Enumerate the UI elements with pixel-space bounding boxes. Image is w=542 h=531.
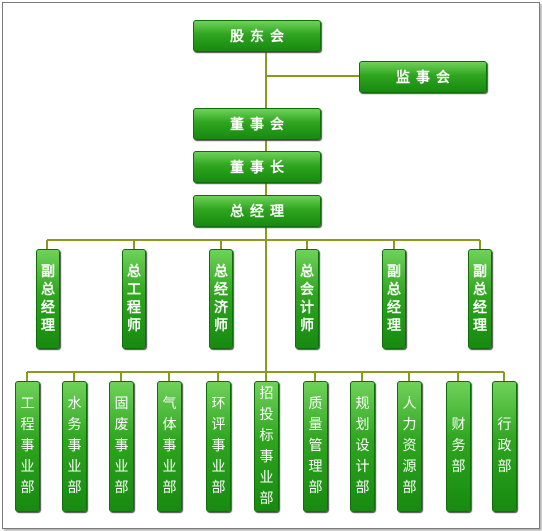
- executive-box: 总工程师: [122, 249, 146, 349]
- gm-box: 总经理: [193, 195, 321, 227]
- chairman-box: 董事长: [193, 151, 321, 183]
- executive-box: 副总经理: [36, 249, 60, 349]
- box-label: 工程事业部: [20, 396, 35, 496]
- executive-box: 总会计师: [295, 249, 319, 349]
- department-box: 质量管理部: [303, 381, 328, 512]
- department-box: 固废事业部: [109, 381, 134, 512]
- executive-box: 副总经理: [468, 249, 492, 349]
- box-label: 水务事业部: [67, 396, 82, 496]
- board-box: 董事会: [193, 108, 321, 140]
- department-box: 行政部: [492, 381, 517, 512]
- box-label: 人力资源部: [402, 396, 417, 496]
- box-label: 总工程师: [127, 264, 141, 334]
- department-box: 气体事业部: [157, 381, 182, 512]
- box-label: 环评事业部: [211, 396, 226, 496]
- executive-box: 总经济师: [209, 249, 233, 349]
- shareholders-box: 股东会: [193, 20, 321, 52]
- box-label: 财务部: [451, 417, 466, 475]
- supervisors-box: 监事会: [359, 61, 487, 93]
- department-box: 财务部: [446, 381, 471, 512]
- box-label: 副总经理: [473, 264, 487, 334]
- box-label: 固废事业部: [114, 396, 129, 496]
- box-label: 招投标事业部: [259, 385, 274, 507]
- department-box: 规划设计部: [350, 381, 375, 512]
- executive-box: 副总经理: [382, 249, 406, 349]
- box-label: 副总经理: [387, 264, 401, 334]
- department-box: 人力资源部: [397, 381, 422, 512]
- box-label: 总会计师: [300, 264, 314, 334]
- box-label: 行政部: [497, 417, 512, 475]
- department-box: 环评事业部: [206, 381, 231, 512]
- department-box: 工程事业部: [15, 381, 40, 512]
- department-box: 水务事业部: [62, 381, 87, 512]
- box-label: 质量管理部: [308, 396, 323, 496]
- box-label: 副总经理: [41, 264, 55, 334]
- box-label: 总经济师: [214, 264, 228, 334]
- department-box: 招投标事业部: [254, 381, 279, 512]
- box-label: 规划设计部: [355, 396, 370, 496]
- box-label: 气体事业部: [162, 396, 177, 496]
